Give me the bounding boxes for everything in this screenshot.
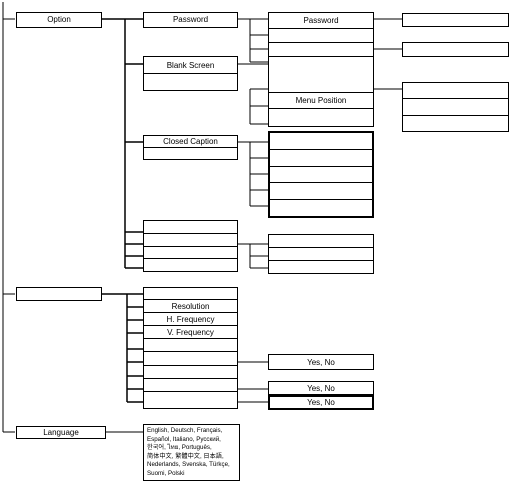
password-value-box-2 <box>402 42 509 57</box>
display-info-list: Resolution H. Frequency V. Frequency <box>143 287 238 409</box>
blank-screen-node: Blank Screen <box>143 56 238 91</box>
option-lower-sub-item <box>269 235 373 248</box>
v-frequency-label: V. Frequency <box>167 327 214 337</box>
password-sub-cell: Password <box>269 13 373 29</box>
closed-caption-cell: Closed Caption <box>144 136 237 148</box>
closed-caption-option <box>270 150 372 167</box>
password-sub-label: Password <box>303 16 339 25</box>
menu-position-option <box>403 83 508 100</box>
display-info-empty-cell <box>144 366 237 379</box>
option-lower-item <box>144 234 237 247</box>
display-info-empty-cell <box>144 339 237 352</box>
resolution-label: Resolution <box>171 301 210 311</box>
menu-position-options <box>402 82 509 132</box>
password-sub-empty-cell <box>269 57 373 93</box>
yes-no-box-2: Yes, No <box>268 381 374 395</box>
language-options-box: English, Deutsch, Français, Español, Ita… <box>143 424 240 481</box>
display-info-empty-cell <box>144 379 237 392</box>
closed-caption-option <box>270 200 372 216</box>
h-frequency-cell: H. Frequency <box>144 313 237 326</box>
menu-position-label: Menu Position <box>295 96 347 105</box>
v-frequency-cell: V. Frequency <box>144 326 237 339</box>
closed-caption-option <box>270 167 372 184</box>
blank-screen-label: Blank Screen <box>166 60 215 70</box>
password-sub-empty-cell <box>269 43 373 57</box>
option-label: Option <box>47 15 71 24</box>
resolution-cell: Resolution <box>144 300 237 313</box>
closed-caption-option <box>270 183 372 201</box>
menu-position-option <box>403 99 508 116</box>
display-info-empty-cell <box>144 392 237 408</box>
blank-screen-cell: Blank Screen <box>144 57 237 74</box>
menu-position-option <box>403 116 508 131</box>
option-node: Option <box>16 12 102 28</box>
menu-position-cell: Menu Position <box>269 93 373 109</box>
blank-screen-empty-cell <box>144 74 237 90</box>
option-lower-items <box>143 220 238 272</box>
password-value-box-1 <box>402 13 509 27</box>
option-lower-sub-item <box>269 261 373 273</box>
password-label: Password <box>172 15 209 24</box>
yes-no-label-2: Yes, No <box>307 383 335 393</box>
option-lower-item <box>144 247 237 260</box>
closed-caption-node: Closed Caption <box>143 135 238 160</box>
closed-caption-empty-cell <box>144 148 237 159</box>
language-node: Language <box>16 426 106 439</box>
display-info-empty-cell <box>144 288 237 300</box>
option-lower-item <box>144 259 237 271</box>
closed-caption-options <box>268 131 374 218</box>
option-lower-sub-list <box>268 234 374 274</box>
language-label: Language <box>43 427 79 437</box>
option-lower-item <box>144 221 237 234</box>
option-lower-sub-item <box>269 248 373 261</box>
password-sub-empty-cell <box>269 29 373 43</box>
yes-no-box-3: Yes, No <box>268 395 374 410</box>
yes-no-label-3: Yes, No <box>307 398 335 407</box>
display-info-empty-cell <box>144 352 237 366</box>
closed-caption-option <box>270 133 372 150</box>
menu-position-empty-cell <box>269 109 373 126</box>
closed-caption-label: Closed Caption <box>163 137 218 146</box>
h-frequency-label: H. Frequency <box>166 314 215 324</box>
yes-no-box-1: Yes, No <box>268 354 374 370</box>
password-sub-column: Password Menu Position <box>268 12 374 127</box>
display-info-node <box>16 287 102 301</box>
yes-no-label-1: Yes, No <box>307 357 335 367</box>
password-node: Password <box>143 12 238 28</box>
